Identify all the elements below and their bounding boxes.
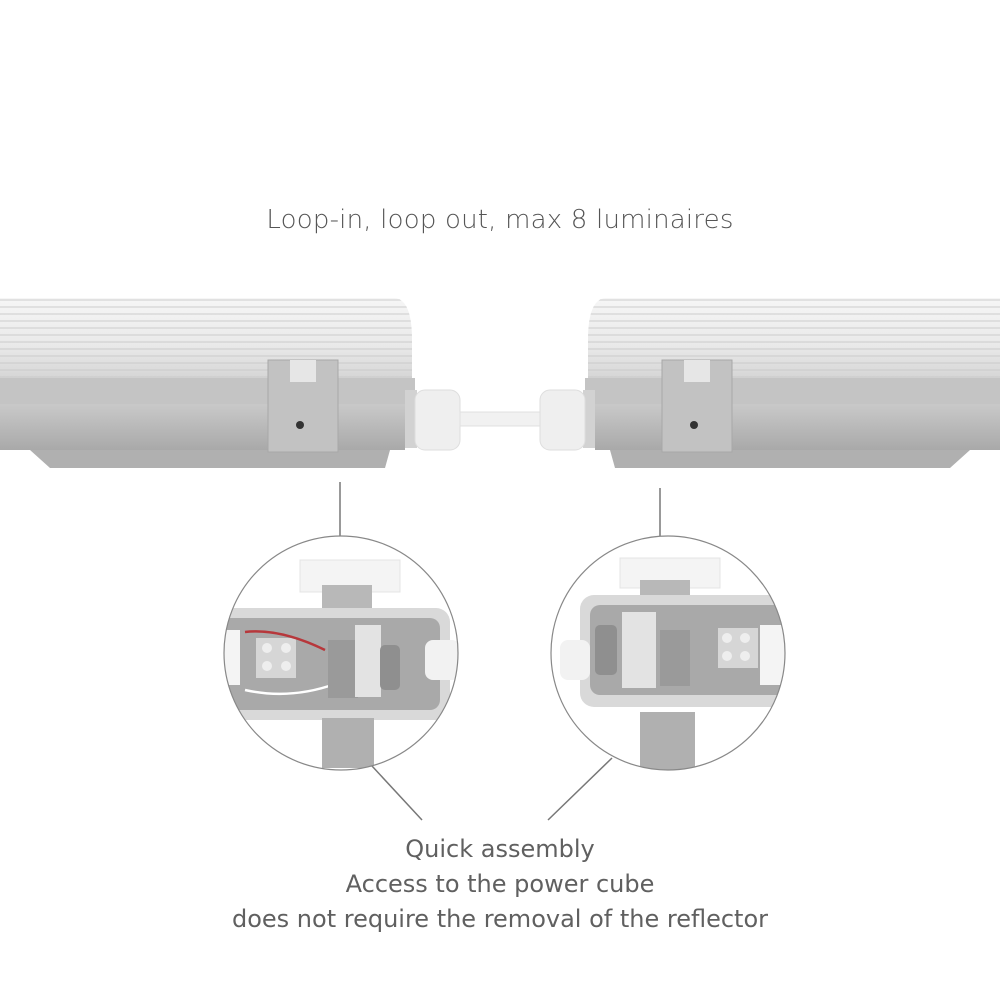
loop-cable [459, 411, 541, 427]
luminaire-left [0, 298, 461, 468]
detail-circle-right [550, 535, 786, 771]
headline: Loop-in, loop out, max 8 luminaires [266, 205, 734, 235]
pointer-line-caption-left [371, 765, 423, 821]
detail-circle-left [223, 535, 459, 771]
caption-line-1: Quick assembly [405, 835, 595, 863]
luminaire-right [539, 298, 1000, 468]
caption-line-3: does not require the removal of the refl… [231, 905, 768, 933]
caption: Quick assembly Access to the power cube … [0, 832, 1000, 937]
pointer-line-caption-right [547, 757, 613, 821]
caption-line-2: Access to the power cube [345, 870, 655, 898]
